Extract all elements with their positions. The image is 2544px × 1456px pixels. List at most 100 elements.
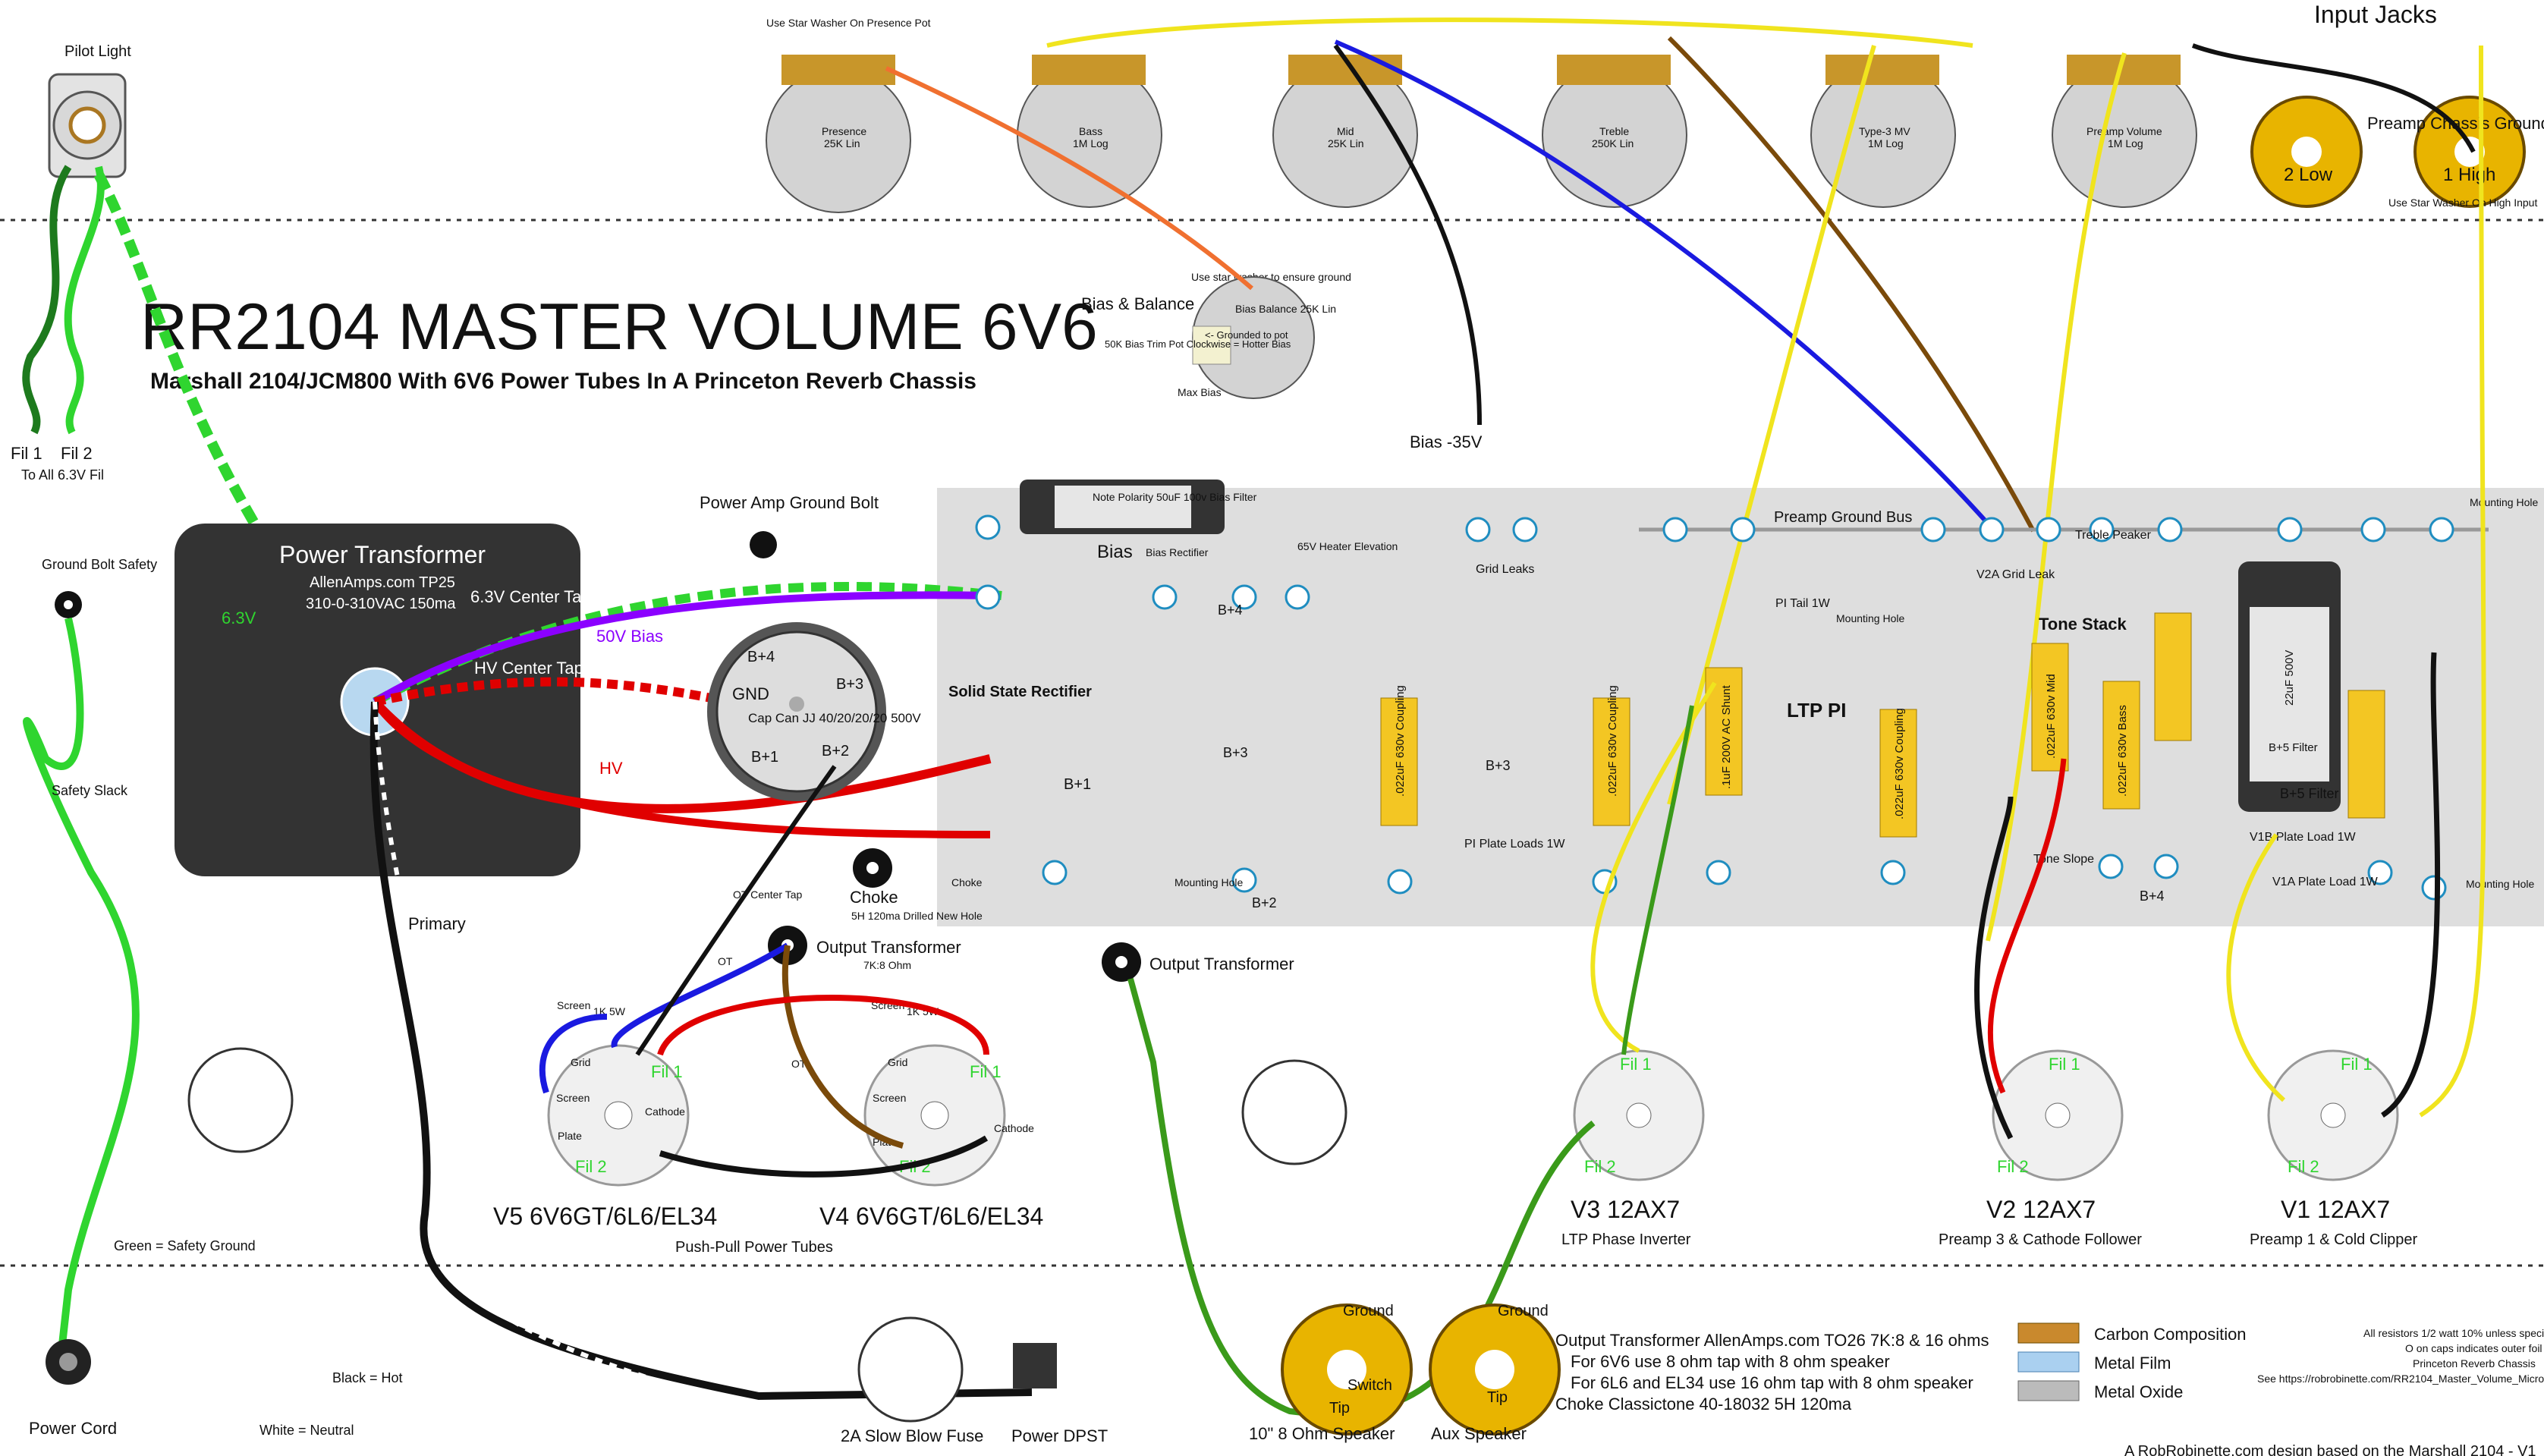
- b4-node-preamp: B+4: [2140, 888, 2165, 904]
- bias-neg-label: Bias -35V: [1410, 432, 1483, 451]
- tube-v1-socket[interactable]: [2267, 1049, 2399, 1181]
- grounded-to-pot-label: <- Grounded to pot: [1205, 329, 1288, 341]
- credit: A RobRobinette.com design based on the M…: [2124, 1443, 2536, 1456]
- bias-rectifier-label: Bias Rectifier: [1146, 546, 1209, 558]
- wire-yellow-v1: [2226, 833, 2286, 1102]
- ot-wire-label-1: OT: [718, 955, 733, 967]
- turret-row-top: [975, 514, 2454, 610]
- b4-node: B+4: [1218, 602, 1243, 618]
- safety-ground-wire: [23, 617, 140, 1359]
- bias-label: Bias: [1097, 542, 1133, 562]
- mounting-hole-4-label: Mounting Hole: [2466, 878, 2534, 890]
- presence-pot[interactable]: [766, 55, 911, 213]
- v1-desc: Preamp 1 & Cold Clipper: [2250, 1231, 2418, 1248]
- bias-balance-title: Bias & Balance: [1081, 294, 1194, 313]
- resistor-legend: [2017, 1322, 2080, 1401]
- tube-v5-socket[interactable]: [547, 1044, 690, 1187]
- speaker-jack-1[interactable]: [1281, 1303, 1413, 1436]
- ot-spec: 7K:8 Ohm: [863, 959, 911, 971]
- legend-film: Metal Film: [2094, 1354, 2171, 1373]
- wire-hv-2: [371, 700, 991, 838]
- input-jacks-title: Input Jacks: [2314, 1, 2437, 28]
- v5-grid-label: Grid: [571, 1056, 590, 1068]
- b3-node-pi: B+3: [1486, 758, 1511, 773]
- pilot-light[interactable]: [48, 73, 127, 178]
- speaker-jack-2[interactable]: [1429, 1303, 1561, 1436]
- pt-63v-ct-label: 6.3V Center Tap: [470, 587, 591, 606]
- speaker1-label: 10" 8 Ohm Speaker: [1249, 1424, 1395, 1443]
- v5-screen-label: Screen: [557, 999, 590, 1011]
- fuse-label: 2A Slow Blow Fuse: [841, 1426, 983, 1445]
- wire-black-v2: [1974, 796, 2014, 1140]
- turret-row-bottom: [1042, 854, 2447, 901]
- treble-pot[interactable]: [1542, 55, 1687, 208]
- pot-mid-name: Mid: [1337, 125, 1354, 137]
- wire-orange-presence: [885, 66, 1253, 291]
- speaker2-label: Aux Speaker: [1431, 1424, 1527, 1443]
- v5-cathode-label: Cathode: [645, 1105, 685, 1118]
- mv-pot[interactable]: [1810, 55, 1956, 208]
- note-chassis: Princeton Reverb Chassis: [2413, 1357, 2536, 1370]
- b3-node: B+3: [1223, 745, 1248, 760]
- power-amp-ground-label: Power Amp Ground Bolt: [700, 493, 879, 512]
- chassis-hole-center: [1241, 1059, 1347, 1165]
- star-washer-note: Use star washer to ensure ground: [1191, 271, 1351, 283]
- cap-gnd-label: GND: [732, 684, 769, 703]
- v4-grid-label: Grid: [888, 1056, 907, 1068]
- tube-v2-socket[interactable]: [1992, 1049, 2124, 1181]
- spk2-ground: Ground: [1498, 1303, 1549, 1319]
- wire-black-cathode: [659, 1135, 989, 1178]
- wire-red-screen: [657, 995, 989, 1056]
- v5-plate-label: Plate: [558, 1130, 582, 1142]
- treble-peaker-label: Treble Peaker: [2075, 529, 2152, 542]
- bass-pot[interactable]: [1017, 55, 1162, 208]
- presence-star-note: Use Star Washer On Presence Pot: [766, 17, 931, 29]
- v5-fil2: Fil 2: [575, 1157, 607, 1176]
- star-high-note: Use Star Washer On High Input: [2388, 197, 2537, 209]
- v4-screen-pin-label: Screen: [873, 1092, 906, 1104]
- fil-wire-2: [64, 165, 105, 435]
- pt-rating: 310-0-310VAC 150ma: [306, 596, 456, 612]
- pot-mv-name: Type-3 MV: [1859, 125, 1910, 137]
- wire-yellow-vol: [1986, 52, 2127, 942]
- b5-filter-cap[interactable]: [2238, 561, 2341, 812]
- power-switch[interactable]: [1013, 1343, 1057, 1388]
- bias-trim-pot[interactable]: [1192, 325, 1231, 365]
- cap-can[interactable]: [707, 622, 886, 801]
- fuse-holder[interactable]: [857, 1316, 964, 1423]
- pot-volume-value: 1M Log: [2108, 137, 2143, 149]
- ot-note-1: Output Transformer AllenAmps.com TO26 7K…: [1555, 1331, 1989, 1350]
- cap-can-label: Cap Can JJ 40/20/20/20 500V: [748, 711, 921, 725]
- hv-label: HV: [599, 759, 623, 778]
- cap-ac-shunt-label: .1uF 200V AC Shunt: [1720, 684, 1733, 789]
- pt-model: AllenAmps.com TP25: [310, 574, 455, 591]
- choke-label: Choke: [850, 888, 898, 907]
- power-amp-ground-bolt[interactable]: [750, 531, 777, 558]
- pt-title: Power Transformer: [279, 541, 486, 568]
- note-resistors: All resistors 1/2 watt 10% unless specif…: [2363, 1327, 2544, 1339]
- v2-fil2: Fil 2: [1997, 1157, 2029, 1176]
- v3-fil2: Fil 2: [1584, 1157, 1616, 1176]
- v1-fil1: Fil 1: [2341, 1055, 2373, 1074]
- cap-bass-label: .022uF 630v Bass: [2116, 705, 2129, 797]
- ot-label-2: Output Transformer: [1149, 954, 1294, 973]
- v1-label: V1 12AX7: [2281, 1196, 2390, 1223]
- pilot-light-label: Pilot Light: [64, 43, 131, 60]
- tube-v3-socket[interactable]: [1573, 1049, 1705, 1181]
- pi-plate-loads-label: PI Plate Loads 1W: [1464, 838, 1565, 851]
- v4-cathode-label: Cathode: [994, 1122, 1034, 1134]
- tone-slope-label: Tone Slope: [2033, 853, 2094, 866]
- preamp-volume-pot[interactable]: [2052, 55, 2197, 208]
- v1a-plate-load-label: V1A Plate Load 1W: [2272, 876, 2379, 888]
- cap-coupling-1-label: .022uF 630v Coupling: [1394, 685, 1407, 797]
- tube-v4-socket[interactable]: [863, 1044, 1006, 1187]
- cap-b2-label: B+2: [822, 743, 849, 759]
- note-caps: O on caps indicates outer foil: [2405, 1342, 2542, 1354]
- cap-b4-label: B+4: [747, 649, 775, 665]
- note-see: See https://robrobinette.com/RR2104_Mast…: [2257, 1373, 2544, 1385]
- ot-ct-label: OT Center Tap: [733, 888, 803, 901]
- pt-63v-label: 6.3V: [222, 609, 256, 627]
- wire-blue-mid: [1334, 39, 1990, 526]
- spk1-ground: Ground: [1343, 1303, 1394, 1319]
- bias-filter-cap[interactable]: [1020, 480, 1225, 534]
